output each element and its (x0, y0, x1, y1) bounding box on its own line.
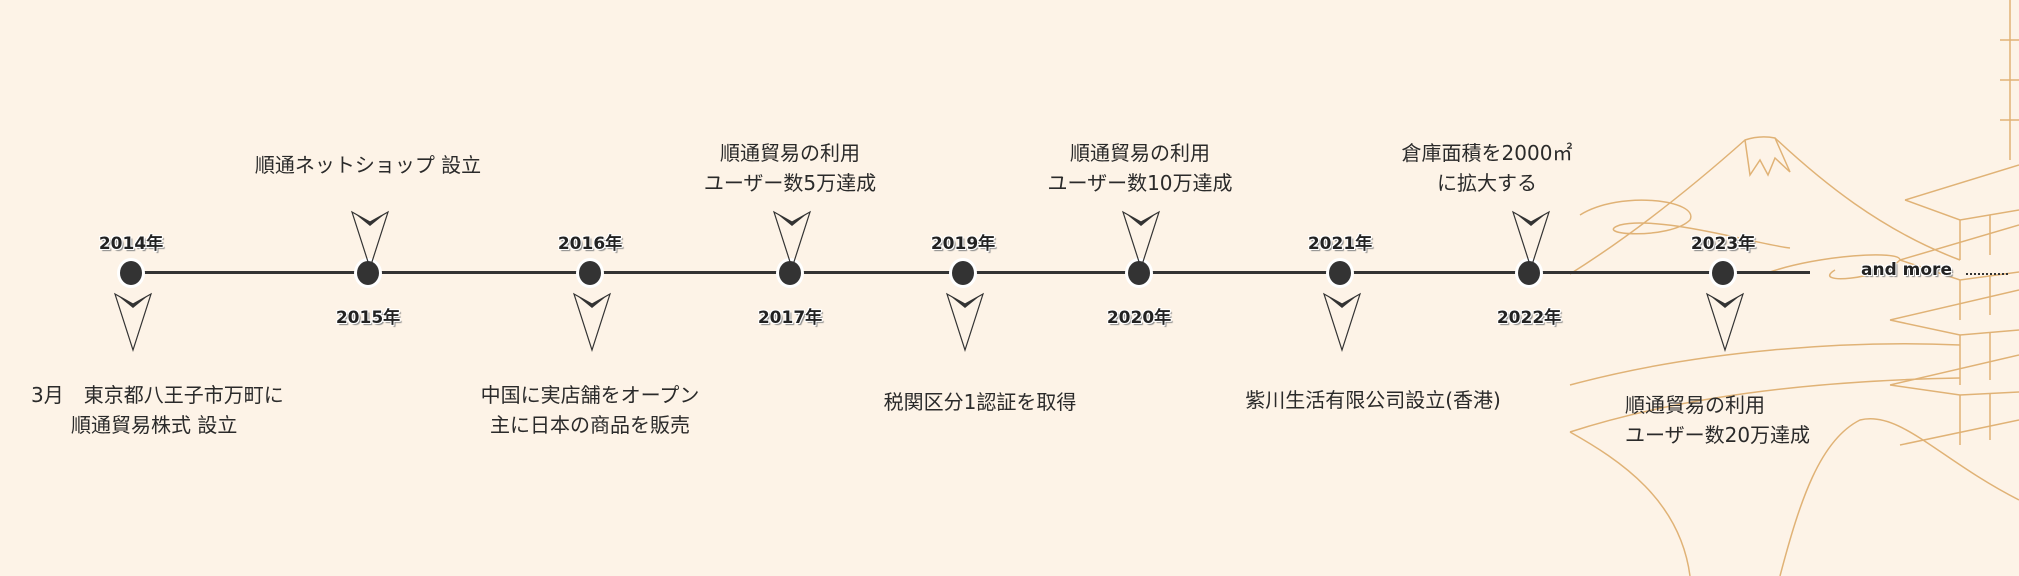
year-label: 2021年 (1307, 234, 1373, 254)
year-label: 2015年 (335, 308, 401, 328)
event-description: 中国に実店舗をオープン主に日本の商品を販売 (481, 380, 700, 440)
year-label: 2023年 (1690, 234, 1756, 254)
timeline-dot (354, 258, 382, 288)
year-label: 2014年 (98, 234, 164, 254)
arrow-down-icon (113, 292, 153, 352)
event-description: 紫川生活有限公司設立(香港) (1245, 385, 1501, 415)
event-description-line: 主に日本の商品を販売 (490, 413, 690, 437)
event-description-line: ユーザー数5万達成 (703, 171, 877, 195)
year-label: 2019年 (930, 234, 996, 254)
mount-fuji-outline (1569, 136, 1961, 275)
pagoda-icon (1889, 0, 2019, 446)
event-description-line: 順通貿易の利用 (1625, 393, 1765, 417)
hill-curve (1569, 343, 1961, 386)
year-label: 2022年 (1496, 308, 1562, 328)
timeline-dot (1326, 258, 1354, 288)
event-description-line: 3月 東京都八王子市万町に (31, 383, 284, 407)
event-description-line: ユーザー数20万達成 (1625, 423, 1811, 447)
event-description: 税関区分1認証を取得 (884, 387, 1077, 417)
arrow-down-icon (350, 210, 390, 270)
event-description-line: 中国に実店舗をオープン (480, 383, 700, 407)
event-description-line: ユーザー数10万達成 (1047, 171, 1233, 195)
year-label: 2017年 (757, 308, 823, 328)
timeline-dot (776, 258, 804, 288)
mountain-small (1779, 418, 2019, 576)
timeline-dot (1515, 258, 1543, 288)
event-description: 順通貿易の利用ユーザー数20万達成 (1625, 390, 1810, 450)
event-description-line: 順通貿易株式 設立 (31, 413, 238, 437)
year-label: 2016年 (557, 234, 623, 254)
timeline-dot (117, 258, 145, 288)
river-curve (1569, 431, 1691, 576)
arrow-down-icon (772, 210, 812, 270)
fuji-snowcap (1744, 137, 1791, 178)
arrow-down-icon (1511, 210, 1551, 270)
event-description-line: に拡大する (1437, 171, 1537, 195)
timeline-dot (949, 258, 977, 288)
event-description-line: 順通ネットショップ 設立 (254, 153, 482, 177)
arrow-down-icon (1705, 292, 1745, 352)
arrow-down-icon (572, 292, 612, 352)
event-description-line: 順通貿易の利用 (1070, 141, 1210, 165)
event-description-line: 紫川生活有限公司設立(香港) (1245, 388, 1501, 412)
event-description: 3月 東京都八王子市万町に 順通貿易株式 設立 (31, 380, 284, 440)
timeline-dot (576, 258, 604, 288)
event-description-line: 倉庫面積を2000㎡ (1401, 141, 1573, 165)
and-more-label: and more (1861, 260, 1952, 280)
event-description: 順通貿易の利用ユーザー数10万達成 (1047, 138, 1232, 198)
year-label: 2020年 (1106, 308, 1172, 328)
event-description-line: 税関区分1認証を取得 (883, 390, 1077, 414)
event-description: 順通ネットショップ 設立 (255, 150, 481, 180)
cloud-swirl (1579, 199, 1791, 249)
arrow-down-icon (945, 292, 985, 352)
arrow-down-icon (1322, 292, 1362, 352)
and-more-dotted-line (1966, 273, 2008, 275)
timeline-dot (1709, 258, 1737, 288)
event-description-line: 順通貿易の利用 (719, 141, 860, 165)
arrow-down-icon (1121, 210, 1161, 270)
event-description: 順通貿易の利用ユーザー数5万達成 (704, 138, 876, 198)
